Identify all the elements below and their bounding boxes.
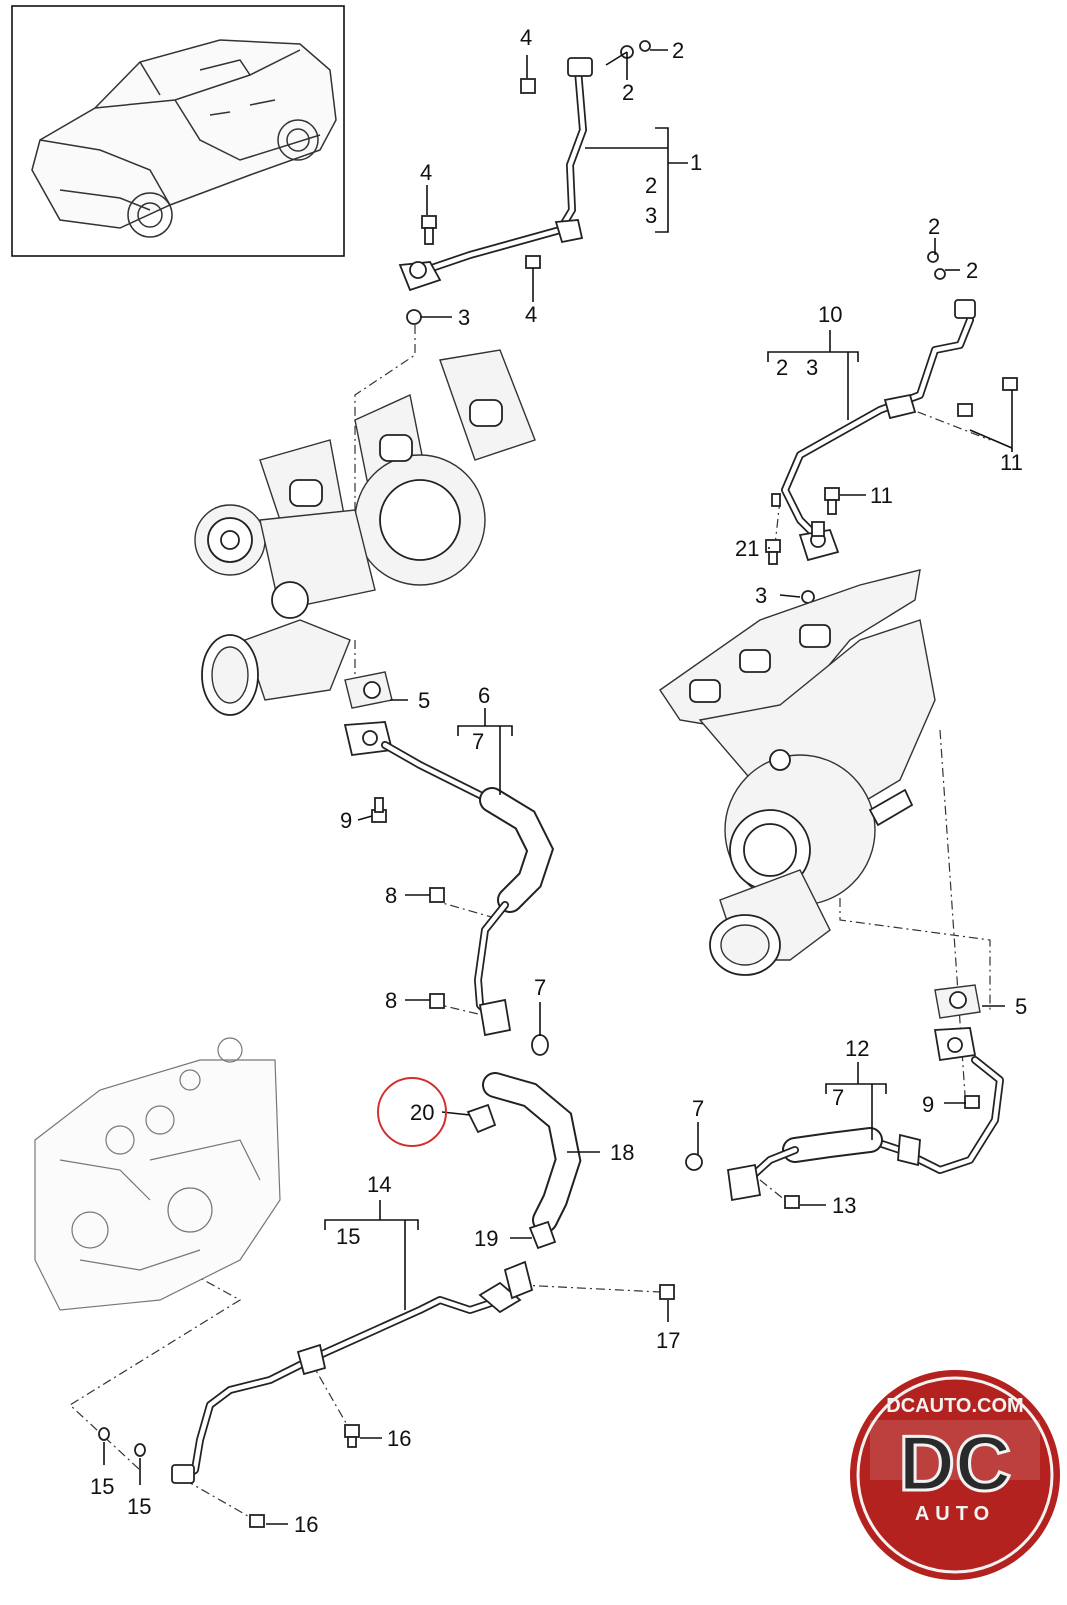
- callout-labels: 4 2 2 1 2 3 4 3 4 2 2 10 2 3 11 11 21 3 …: [90, 25, 1027, 1537]
- suv-illustration: [31, 39, 337, 238]
- coolant-line-14: [98, 1260, 534, 1484]
- callout-label: 16: [387, 1426, 411, 1451]
- callout-label: 3: [645, 203, 657, 228]
- callout-label: 7: [692, 1096, 704, 1121]
- bolt-icon: [249, 1284, 675, 1528]
- callout-label: 15: [90, 1474, 114, 1499]
- coolant-hose-18: [466, 1072, 582, 1250]
- leader-lines: [69, 325, 991, 1521]
- callout-label: 15: [336, 1224, 360, 1249]
- logo-mark: DC: [899, 1419, 1012, 1507]
- callout-label: 2: [928, 214, 940, 239]
- callout-label: 2: [622, 80, 634, 105]
- callout-label: 7: [832, 1085, 844, 1110]
- callout-label: 10: [818, 302, 842, 327]
- callout-leaders: [103, 49, 1013, 1525]
- callout-label: 9: [340, 808, 352, 833]
- bolt-icon: [371, 797, 445, 1009]
- bolt-icon: [421, 78, 541, 269]
- turbocharger-left: [194, 349, 536, 716]
- callout-label: 3: [755, 583, 767, 608]
- callout-label: 2: [672, 38, 684, 63]
- callout-label: 3: [458, 305, 470, 330]
- callout-label: 7: [472, 729, 484, 754]
- callout-label: 19: [474, 1226, 498, 1251]
- engine-block: [34, 1037, 281, 1311]
- callout-label: 16: [294, 1512, 318, 1537]
- callout-label: 4: [420, 160, 432, 185]
- callout-label: 2: [966, 258, 978, 283]
- bolt-icon: [765, 377, 1018, 565]
- callout-label: 13: [832, 1193, 856, 1218]
- callout-label: 7: [534, 975, 546, 1000]
- callout-label: 5: [418, 688, 430, 713]
- callout-label: 1: [690, 150, 702, 175]
- bolt-icon: [784, 1095, 980, 1209]
- callout-label: 3: [806, 355, 818, 380]
- callout-label: 4: [525, 302, 537, 327]
- callout-label: 12: [845, 1036, 869, 1061]
- highlight-circle: [377, 1077, 447, 1147]
- callout-label: 11: [1000, 450, 1023, 475]
- callout-label: 4: [520, 25, 532, 50]
- vehicle-inset: [11, 5, 345, 257]
- callout-label: 14: [367, 1172, 391, 1197]
- dcauto-logo: DCAUTO.COM DC AUTO: [850, 1370, 1060, 1580]
- oil-return-line-6: [343, 671, 555, 1056]
- callout-label: 11: [870, 483, 893, 508]
- callout-label: 8: [385, 988, 397, 1013]
- oil-return-line-12: [685, 984, 1004, 1202]
- callout-label: 9: [922, 1092, 934, 1117]
- logo-sub: AUTO: [915, 1503, 995, 1525]
- turbocharger-right: [659, 569, 936, 976]
- oil-feed-line-10: [781, 251, 976, 604]
- callout-label: 5: [1015, 994, 1027, 1019]
- callout-label: 2: [645, 173, 657, 198]
- callout-label: 20: [410, 1100, 434, 1125]
- callout-label: 21: [735, 536, 759, 561]
- callout-label: 6: [478, 683, 490, 708]
- callout-label: 17: [656, 1328, 680, 1353]
- logo-top-text: DCAUTO.COM: [886, 1395, 1023, 1417]
- callout-label: 18: [610, 1140, 634, 1165]
- oil-feed-line-1: [398, 40, 651, 325]
- callout-label: 8: [385, 883, 397, 908]
- callout-label: 15: [127, 1494, 151, 1519]
- callout-label: 2: [776, 355, 788, 380]
